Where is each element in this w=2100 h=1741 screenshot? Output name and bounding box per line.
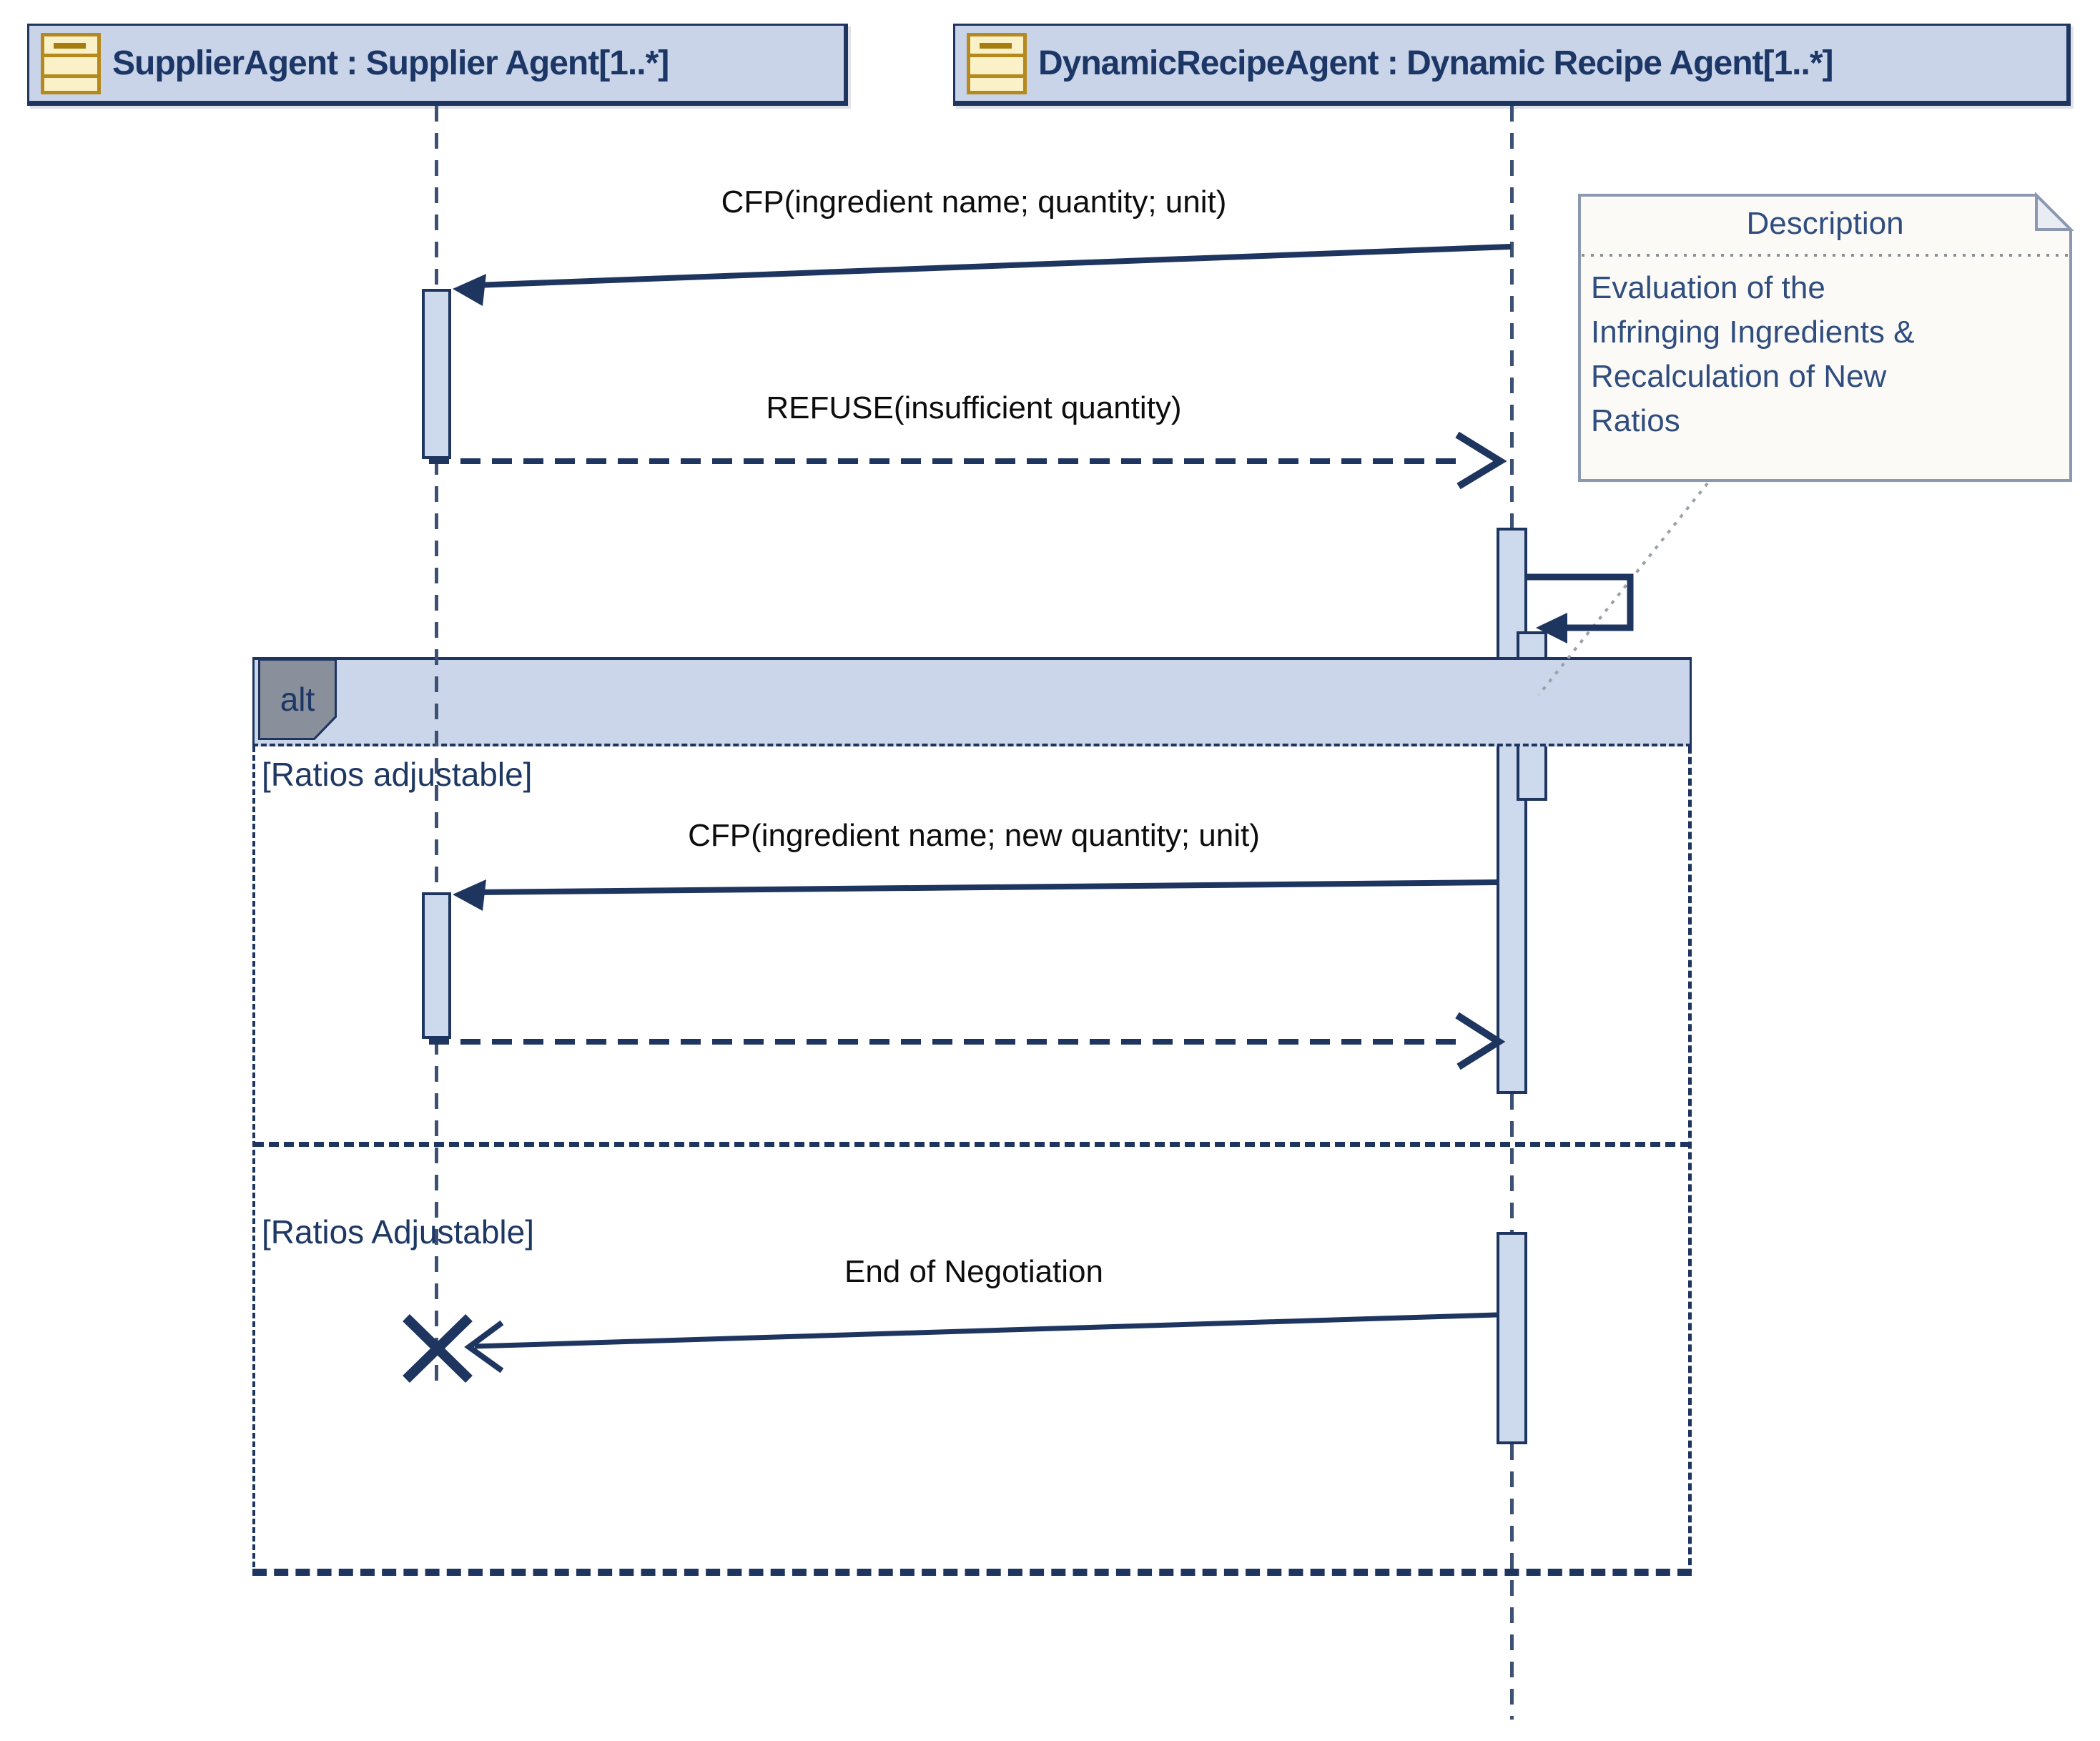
activation-bar-recipe-main: [1497, 528, 1527, 1094]
lifeline-recipe-segment: [1510, 1444, 1514, 1720]
message-cfp2-line: [474, 879, 1497, 895]
alt-operator-label: alt: [280, 681, 315, 718]
message-return-arrowhead-icon: [1455, 1012, 1506, 1070]
icon-compartment-line: [970, 74, 1023, 78]
note-title: Description: [1746, 206, 1904, 241]
note-box: [1578, 194, 2072, 482]
lifeline-head-supplier-agent: SupplierAgent : Supplier Agent[1..*]: [27, 24, 848, 106]
class-object-icon: [41, 32, 101, 94]
activation-bar-supplier-2: [422, 892, 451, 1039]
lifeline-supplier-segment: [435, 459, 438, 892]
message-label-cfp2: CFP(ingredient name; new quantity; unit): [688, 818, 1260, 853]
lifeline-supplier-segment: [435, 1039, 438, 1381]
lifeline-label-supplier-agent: SupplierAgent : Supplier Agent[1..*]: [112, 44, 669, 82]
guard-ratios-adjustable-1: [Ratios adjustable]: [262, 756, 533, 793]
alt-fragment-body: [252, 746, 1692, 1576]
message-end-line: [474, 1312, 1497, 1349]
activation-bar-recipe-2: [1497, 1232, 1527, 1444]
lifeline-head-dynamic-recipe-agent: DynamicRecipeAgent : Dynamic Recipe Agen…: [953, 24, 2071, 106]
note-line: Infringing Ingredients &: [1591, 315, 1915, 350]
message-cfp1-arrowhead-icon: [453, 274, 486, 306]
note-dog-ear-icon: [2035, 192, 2074, 231]
alt-operator-pentagon: alt: [258, 659, 337, 740]
message-end-arrowhead-icon: [464, 1320, 504, 1373]
message-label-end-of-negotiation: End of Negotiation: [844, 1254, 1104, 1289]
note-line: Recalculation of New: [1591, 359, 1887, 394]
message-cfp1-line: [474, 244, 1512, 288]
icon-compartment-line: [970, 53, 1023, 57]
lifeline-recipe-segment: [1510, 106, 1514, 528]
self-message-loop-line: [1527, 573, 1634, 631]
message-cfp2-arrowhead-icon: [453, 879, 486, 911]
alt-operand-divider: [254, 1142, 1690, 1147]
icon-compartment-line: [44, 74, 97, 78]
icon-minus-line: [54, 42, 86, 49]
note-line: Ratios: [1591, 403, 1680, 438]
self-message-arrowhead-icon: [1536, 613, 1567, 643]
note-connector-line: [1537, 482, 1709, 696]
icon-minus-line: [980, 42, 1012, 49]
lifeline-destruction-x-icon: [403, 1313, 473, 1384]
note-body: Evaluation of the Infringing Ingredients…: [1591, 266, 2066, 443]
message-label-refuse: REFUSE(insufficient quantity): [766, 390, 1182, 425]
class-object-icon: [967, 32, 1027, 94]
note-line: Evaluation of the: [1591, 270, 1825, 305]
lifeline-label-dynamic-recipe-agent: DynamicRecipeAgent : Dynamic Recipe Agen…: [1038, 44, 1834, 82]
lifeline-recipe-segment: [1510, 1094, 1514, 1232]
lifeline-supplier-segment: [435, 106, 438, 289]
alt-fragment-header-band: [252, 657, 1692, 746]
activation-bar-supplier-1: [422, 289, 451, 459]
message-label-cfp1: CFP(ingredient name; quantity; unit): [721, 184, 1227, 220]
icon-compartment-line: [44, 53, 97, 57]
message-refuse-arrowhead-icon: [1455, 431, 1507, 490]
guard-ratios-adjustable-2: [Ratios Adjustable]: [262, 1213, 535, 1251]
